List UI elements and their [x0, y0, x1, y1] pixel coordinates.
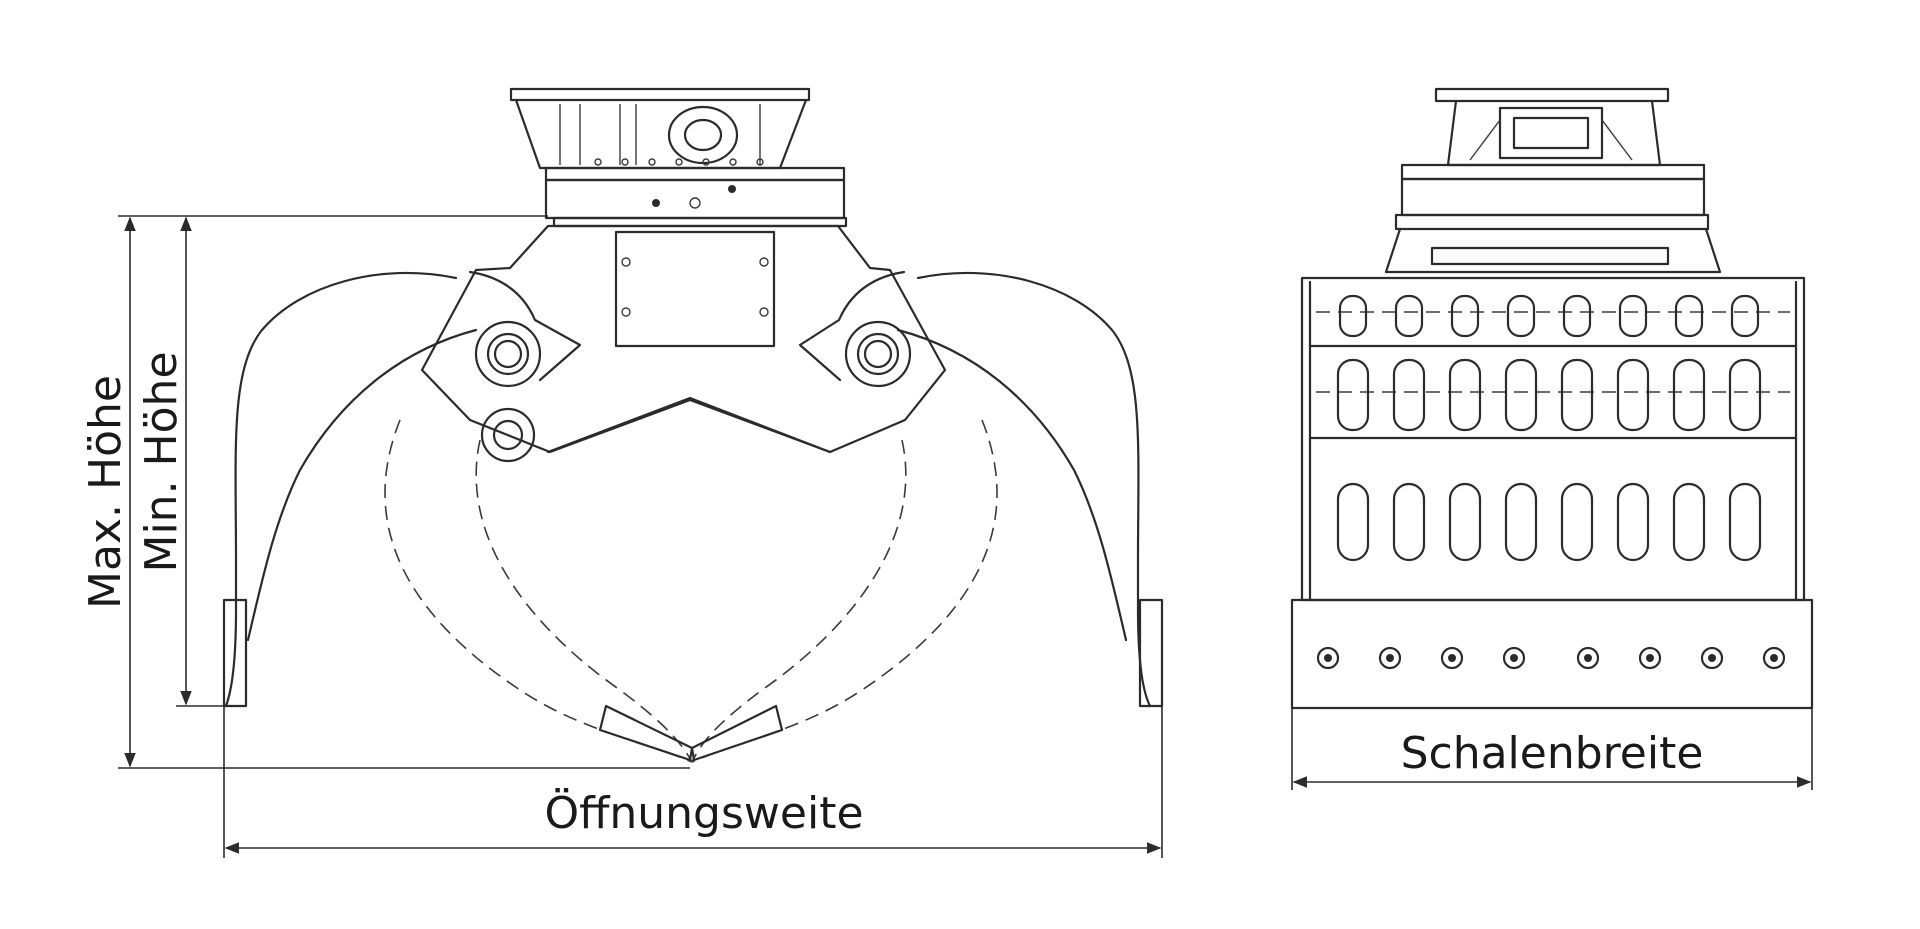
max-height-label: Max. Höhe: [80, 375, 131, 609]
cutting-edge: [1290, 598, 1814, 710]
side-rotator-head: [1384, 87, 1722, 274]
shell-open-outline: [384, 419, 998, 763]
right-shell: [798, 270, 1164, 708]
opening-width-label: Öffnungsweite: [544, 787, 863, 839]
slot-row-middle: [1336, 358, 1762, 432]
side-shell: [1290, 276, 1814, 710]
min-height-label: Min. Höhe: [136, 351, 187, 572]
slot-row-top: [1338, 294, 1760, 338]
shell-width-dimension: [1291, 708, 1813, 790]
left-shell: [222, 270, 582, 708]
grab-body: [420, 224, 947, 454]
rotator-head: [509, 87, 848, 228]
opening-width-dimension: [223, 706, 1163, 858]
cutting-edge-bolts: [1316, 646, 1786, 670]
slot-row-bottom: [1336, 482, 1762, 562]
shell-width-label: Schalenbreite: [1401, 728, 1704, 779]
side-view-drawing: [1290, 87, 1814, 710]
height-dimensions: [118, 215, 690, 769]
front-view-drawing: [222, 87, 1164, 763]
